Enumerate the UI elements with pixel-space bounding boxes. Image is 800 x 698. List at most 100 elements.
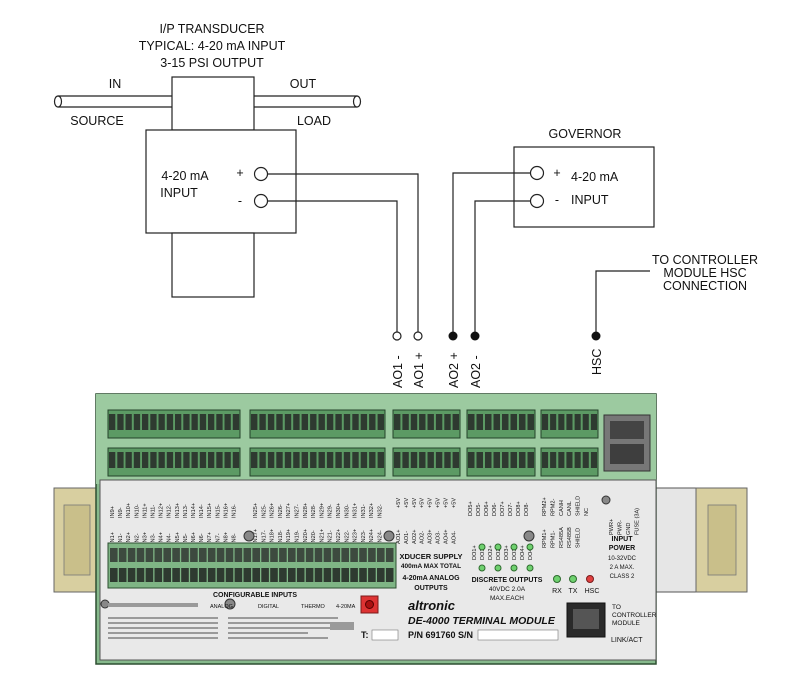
bottom-terminal-slot xyxy=(377,568,385,582)
terminal-slot xyxy=(352,452,359,468)
bottom-terminal-slot xyxy=(261,568,269,582)
to-controller-line-1: TO xyxy=(612,604,621,611)
bottom-terminal-slot xyxy=(314,548,323,562)
do-led xyxy=(510,564,518,572)
bot-d-label-7: DO4- xyxy=(528,546,534,560)
terminal-slot xyxy=(158,452,165,468)
power-label-0: PWR+ xyxy=(609,519,615,535)
bot-a-label-14: IN8+ xyxy=(223,532,229,544)
bottom-terminal-slot xyxy=(190,568,198,582)
top-b-label-3: IN26- xyxy=(278,504,284,518)
terminal-slot xyxy=(427,452,434,468)
terminal-slot xyxy=(485,452,492,468)
bot-a-label-9: IN5- xyxy=(183,533,189,544)
bot-c-label-3: AO2- xyxy=(420,531,426,544)
terminal-slot xyxy=(493,414,500,430)
terminal-slot xyxy=(468,452,475,468)
bottom-terminal-slot xyxy=(207,568,216,582)
top-e-label-2: CANH xyxy=(559,500,565,516)
terminal-slot xyxy=(284,414,292,430)
mode-digital: DIGITAL xyxy=(258,604,279,610)
bot-b-label-0: IN17+ xyxy=(253,529,259,544)
terminal-slot xyxy=(427,414,434,430)
governor-minus-terminal xyxy=(529,193,545,209)
top-c-label-6: +5V xyxy=(443,498,449,508)
tx-label: TX xyxy=(569,588,578,595)
bot-e-label-1: RPM1- xyxy=(550,530,556,548)
terminal-slot xyxy=(133,452,141,468)
terminal-slot xyxy=(133,414,141,430)
bottom-terminal-slot xyxy=(243,548,252,562)
top-b-label-4: IN27+ xyxy=(286,503,292,518)
out-label: OUT xyxy=(290,77,317,91)
bot-d-label-6: DO4+ xyxy=(520,545,526,560)
top-a-label-3: IN10- xyxy=(134,504,140,518)
governor-minus: - xyxy=(555,193,559,207)
top-c-label-0: +5V xyxy=(396,498,402,508)
top-a-label-12: IN15+ xyxy=(207,503,213,518)
bot-e-label-0: RPM1+ xyxy=(542,529,548,548)
rx-label: RX xyxy=(552,588,562,595)
brand-name: altronic xyxy=(408,598,456,613)
bottom-terminal-slot xyxy=(163,548,171,562)
governor-line-1: 4-20 mA xyxy=(571,170,619,184)
terminal-slot xyxy=(369,452,376,468)
bot-a-label-1: IN1- xyxy=(118,533,124,544)
bottom-terminal-slot xyxy=(323,568,332,582)
do-led xyxy=(526,543,534,551)
top-a-label-10: IN14+ xyxy=(191,503,197,518)
configurable-inputs-label: CONFIGURABLE INPUTS xyxy=(213,592,297,599)
governor-plus: + xyxy=(553,166,560,180)
terminal-slot xyxy=(435,452,443,468)
bottom-terminal-slot xyxy=(154,548,163,562)
bottom-terminal-slot xyxy=(145,568,154,582)
transducer-plus-terminal xyxy=(253,166,269,182)
top-d-label-6: DO8+ xyxy=(516,501,522,516)
terminal-slot xyxy=(558,414,565,430)
t-label: T: xyxy=(361,630,369,640)
bottom-terminal-slot xyxy=(385,568,394,582)
terminal-slot xyxy=(402,414,409,430)
ao2-plus-terminal xyxy=(448,331,458,341)
terminal-slot xyxy=(485,414,492,430)
top-e-label-5: NC xyxy=(584,508,590,516)
terminal-slot xyxy=(109,452,116,468)
bottom-terminal-slot xyxy=(270,548,278,562)
input-power-line-5: CLASS 2 xyxy=(610,574,635,580)
bottom-terminal-slot xyxy=(296,548,305,562)
bottom-terminal-slot xyxy=(359,568,367,582)
terminal-module: IN9+IN9-IN10+IN10-IN11+IN11-IN12+IN12-IN… xyxy=(53,393,748,665)
bottom-terminal-slot xyxy=(279,548,287,562)
terminal-slot xyxy=(310,452,317,468)
terminal-slot xyxy=(343,452,351,468)
top-a-label-7: IN12- xyxy=(167,504,173,518)
bottom-terminal-slot xyxy=(199,548,207,562)
terminal-slot xyxy=(191,414,198,430)
terminal-slot xyxy=(117,452,124,468)
load-label: LOAD xyxy=(297,114,331,128)
bottom-terminal-slot xyxy=(181,548,189,562)
terminal-slot xyxy=(175,414,182,430)
terminal-slot xyxy=(590,452,597,468)
top-c-label-1: +5V xyxy=(404,498,410,508)
terminal-slot xyxy=(574,452,581,468)
wire-ao2-plus xyxy=(452,172,531,333)
terminal-slot xyxy=(452,452,459,468)
input-power-line-2: POWER xyxy=(609,545,635,552)
bot-a-label-12: IN7+ xyxy=(207,532,213,544)
discrete-line-1: DISCRETE OUTPUTS xyxy=(472,577,543,584)
bot-b-label-3: IN18- xyxy=(278,530,284,544)
terminal-slot xyxy=(542,452,549,468)
terminal-slot xyxy=(175,452,182,468)
wires xyxy=(267,172,650,333)
terminal-slot xyxy=(335,414,342,430)
bottom-terminal-slot xyxy=(288,568,296,582)
analog-out-line-1: 4-20mA ANALOG xyxy=(402,575,460,582)
bottom-terminal-slot xyxy=(145,548,154,562)
terminal-slot xyxy=(369,414,376,430)
terminal-slot xyxy=(590,414,597,430)
bottom-terminal-slot xyxy=(225,548,234,562)
bottom-terminal-slot xyxy=(296,568,305,582)
terminal-slot xyxy=(224,452,231,468)
